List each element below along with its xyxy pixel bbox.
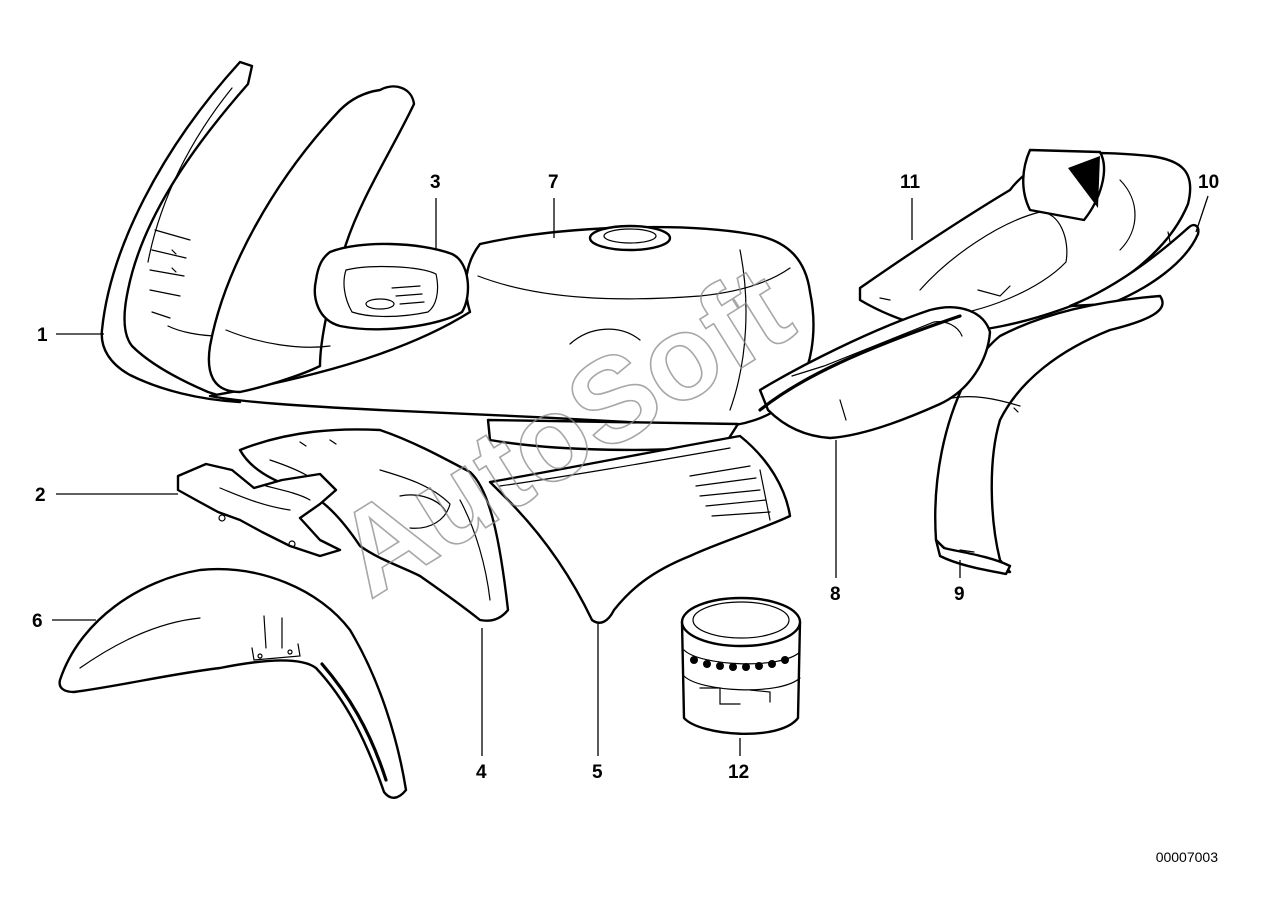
callout-8: 8 [830,584,841,605]
leader-lines [52,195,1209,756]
part-3-duct-cover [313,242,470,331]
part-9-rear-fender [934,294,1164,576]
part-7-fuel-tank [208,224,815,452]
part-6-front-mudguard [58,567,408,799]
callout-labels: 1 2 3 4 5 6 7 8 9 10 11 12 [32,172,1219,783]
part-1-windscreen [207,85,416,394]
callout-11: 11 [900,172,921,193]
callout-12: 12 [728,762,749,783]
part-5-side-panel [488,434,792,624]
callout-7: 7 [548,172,559,193]
part-1-fairing [100,60,254,404]
part-8-side-panel [758,306,992,440]
document-number: 00007003 [1155,849,1218,865]
part-12-paint-tin [680,596,802,735]
callout-10: 10 [1198,172,1219,193]
callout-3: 3 [430,172,441,193]
part-10-tail-trim [1068,223,1200,308]
callout-4: 4 [476,762,487,783]
tin-label-dots [690,656,789,671]
callout-9: 9 [954,584,965,605]
callout-2: 2 [35,485,46,506]
callout-5: 5 [592,762,603,783]
callout-1: 1 [37,325,48,346]
callout-6: 6 [32,611,43,632]
part-2-bracket [176,462,342,558]
